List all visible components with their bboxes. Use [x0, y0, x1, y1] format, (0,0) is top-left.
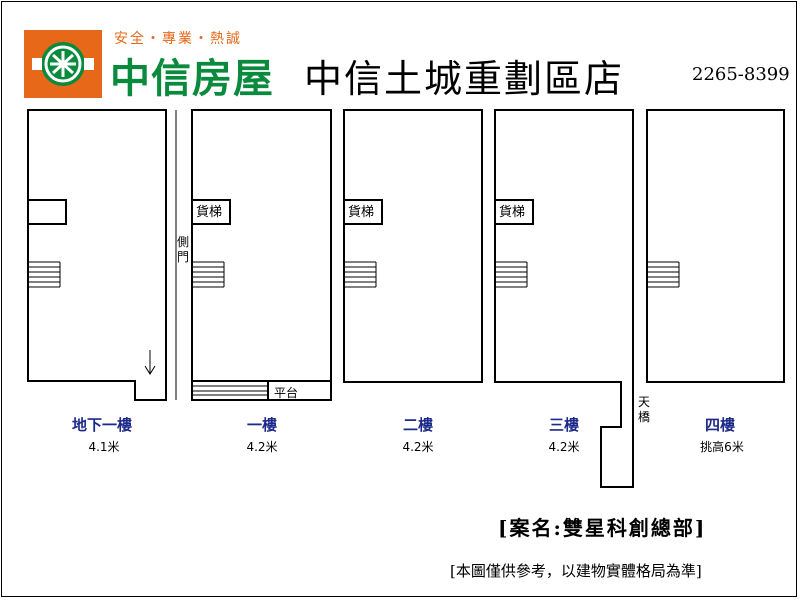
side-door-label: 側門 — [176, 235, 189, 264]
freight-elevator-3f — [494, 199, 534, 225]
floor-outline-3f — [494, 109, 634, 488]
case-name: [案名:雙星科創總部] — [498, 516, 707, 540]
floor-height-b1: 4.1米 — [88, 440, 120, 454]
floor-height-3f: 4.2米 — [548, 440, 580, 454]
stairs-b1 — [28, 261, 61, 288]
floor-outline-1f — [191, 109, 332, 401]
floor-name-1f: 一樓 — [246, 416, 278, 434]
floor-height-4f: 挑高6米 — [700, 440, 744, 454]
header: 安全・專業・熱誠 中信房屋 中信土城重劃區店 2265-8399 — [24, 28, 800, 102]
logo — [24, 30, 102, 98]
freight-elevator-label-3f: 貨梯 — [499, 205, 526, 220]
freight-elevator-1f — [191, 199, 231, 225]
store-name: 中信土城重劃區店 — [304, 57, 625, 101]
floor-name-4f: 四樓 — [704, 416, 736, 434]
floor-outline-2f — [343, 109, 483, 383]
stairs-2f — [344, 261, 377, 288]
floor-name-2f: 二樓 — [402, 416, 434, 434]
floor-height-1f: 4.2米 — [246, 440, 278, 454]
slogan: 安全・專業・熱誠 — [114, 31, 242, 47]
freight-elevator-label-2f: 貨梯 — [348, 205, 375, 220]
floor-name-3f: 三樓 — [548, 416, 580, 434]
down-arrow-icon — [144, 350, 156, 375]
floor-height-2f: 4.2米 — [402, 440, 434, 454]
floor-outline-b1 — [27, 109, 167, 401]
stairs-1f-bottom — [192, 385, 268, 396]
floor-name-b1: 地下一樓 — [71, 416, 133, 434]
brand-name: 中信房屋 — [110, 56, 274, 102]
stairs-3f — [495, 261, 528, 288]
stairs-1f — [192, 261, 225, 288]
stairs-4f — [647, 261, 680, 288]
freight-elevator-label-1f: 貨梯 — [196, 205, 223, 220]
floor-outline-4f — [646, 109, 785, 383]
skybridge-label: 天橋 — [637, 395, 650, 424]
platform-label: 平台 — [274, 386, 299, 400]
room-b1 — [27, 199, 67, 225]
freight-elevator-2f — [343, 199, 383, 225]
store-phone: 2265-8399 — [692, 64, 790, 85]
disclaimer: [本圖僅供參考，以建物實體格局為準] — [450, 562, 702, 580]
globe-logo-icon — [24, 30, 102, 98]
